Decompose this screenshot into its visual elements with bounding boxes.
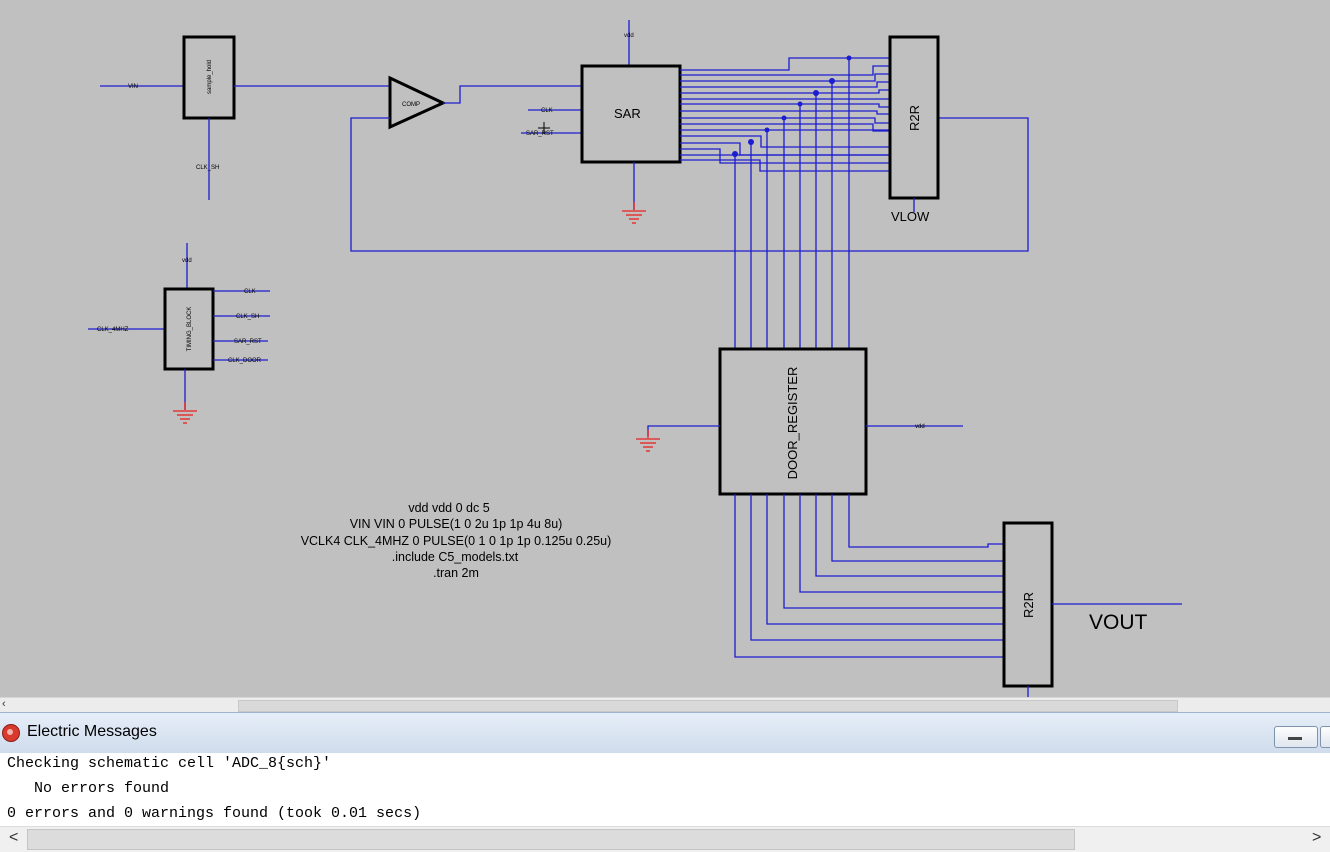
message-line: 0 errors and 0 warnings found (took 0.01…: [7, 805, 422, 822]
messages-window[interactable]: Electric Messages Checking schematic cel…: [0, 712, 1330, 852]
ground-symbol-sar: [622, 202, 646, 224]
spice-line: .tran 2m: [433, 566, 479, 580]
net-label-clk-sar: CLK: [541, 108, 553, 114]
r2r-bottom-label: R2R: [1021, 592, 1036, 618]
minimize-button[interactable]: [1274, 726, 1318, 748]
net-label-clk-4mhz: CLK_4MHZ: [97, 327, 129, 333]
net-label-sar-rst: SAR_RST: [526, 131, 554, 137]
schematic-canvas[interactable]: VIN sample_hold CLK_SH COMP vdd CLK SAR_…: [0, 0, 1330, 697]
messages-titlebar[interactable]: Electric Messages: [0, 713, 1330, 754]
message-line: Checking schematic cell 'ADC_8{sch}': [7, 755, 332, 772]
comparator-symbol[interactable]: [388, 75, 447, 130]
messages-title: Electric Messages: [27, 723, 157, 740]
electric-app-icon: [2, 724, 20, 742]
scroll-right-icon[interactable]: >: [1312, 829, 1322, 846]
door-register-block[interactable]: [718, 347, 868, 496]
spice-line: vdd vdd 0 dc 5: [408, 501, 489, 515]
sar-label: SAR: [614, 106, 641, 121]
ground-symbol-door: [636, 430, 660, 452]
canvas-horizontal-scrollbar[interactable]: ‹: [0, 697, 1330, 712]
sample-hold-label: sample_hold: [207, 60, 213, 94]
comparator-label: COMP: [402, 102, 420, 108]
door-register-label: DOOR_REGISTER: [785, 367, 800, 480]
scroll-left-icon[interactable]: <: [9, 829, 19, 846]
spice-line: VIN VIN 0 PULSE(1 0 2u 1p 1p 4u 8u): [350, 517, 563, 531]
ground-symbol-timing: [173, 402, 197, 424]
spice-code-block[interactable]: vdd vdd 0 dc 5 VIN VIN 0 PULSE(1 0 2u 1p…: [301, 501, 612, 580]
spice-line: .include C5_models.txt: [392, 550, 519, 564]
net-label-t-sar-rst: SAR_RST: [234, 339, 262, 345]
net-label-vdd-timing: vdd: [182, 258, 192, 264]
net-label-t-clk-door: CLK_DOOR: [228, 358, 262, 364]
net-label-vin: VIN: [128, 84, 138, 90]
r2r-top-label: R2R: [907, 105, 922, 131]
messages-log[interactable]: Checking schematic cell 'ADC_8{sch}' No …: [0, 753, 1330, 826]
scroll-left-icon[interactable]: ‹: [2, 698, 6, 710]
net-label-vlow: VLOW: [891, 209, 930, 224]
message-line: No errors found: [7, 780, 170, 797]
net-label-t-clk-sh: CLK_SH: [236, 314, 259, 320]
messages-scrollbar-thumb[interactable]: [27, 829, 1075, 850]
net-label-vout: VOUT: [1089, 611, 1148, 634]
canvas-scrollbar-thumb[interactable]: [238, 700, 1178, 712]
timing-block[interactable]: [163, 287, 215, 371]
messages-horizontal-scrollbar[interactable]: < >: [0, 826, 1330, 852]
timing-block-label: TIMING_BLOCK: [187, 307, 193, 352]
schematic-drawing[interactable]: VIN sample_hold CLK_SH COMP vdd CLK SAR_…: [0, 0, 1330, 697]
sar-block[interactable]: [580, 64, 682, 164]
net-label-vdd-sar: vdd: [624, 33, 634, 39]
net-label-clk-sh: CLK_SH: [196, 165, 219, 171]
spice-line: VCLK4 CLK_4MHZ 0 PULSE(0 1 0 1p 1p 0.125…: [301, 534, 612, 548]
net-label-vdd-door: vdd: [915, 424, 925, 430]
maximize-button[interactable]: [1320, 726, 1330, 748]
net-label-t-clk: CLK: [244, 289, 256, 295]
